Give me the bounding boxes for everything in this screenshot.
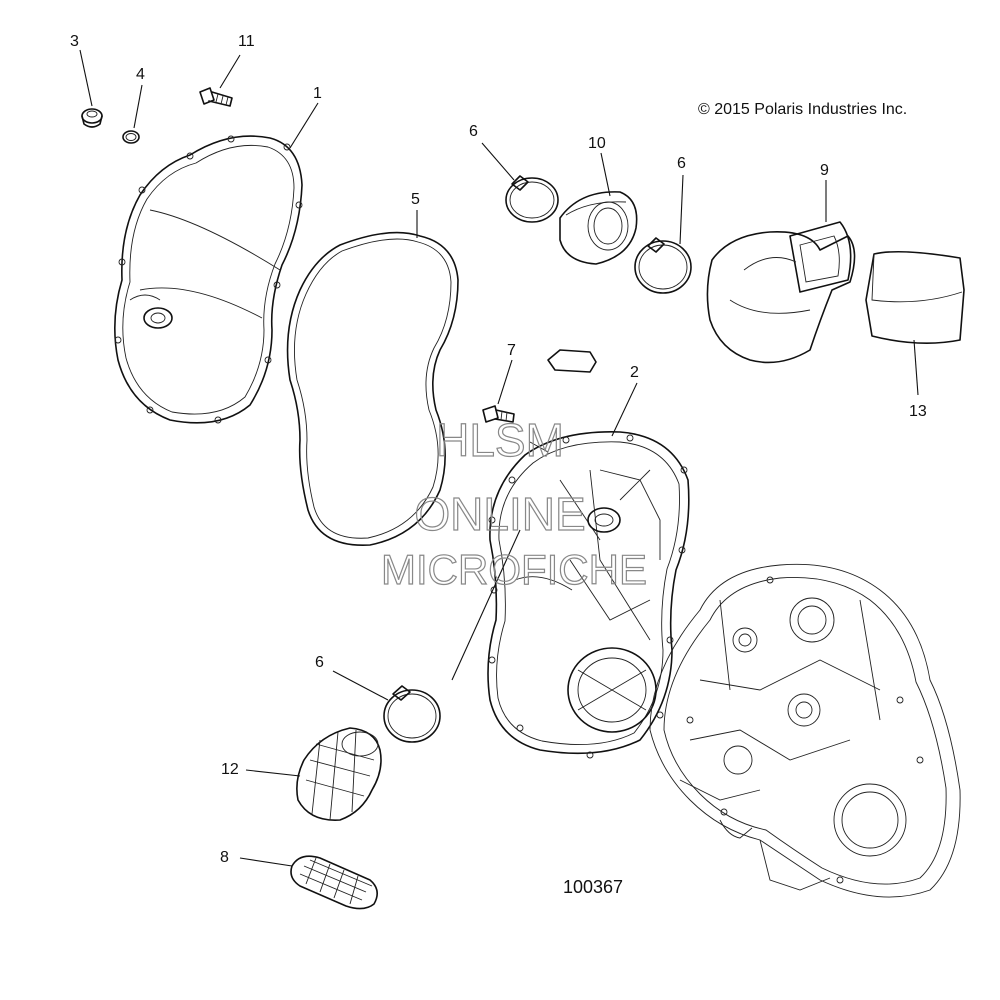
leader-6a bbox=[481, 142, 515, 181]
callout-6b: 6 bbox=[677, 155, 686, 172]
leader-11 bbox=[219, 54, 241, 89]
leader-2 bbox=[611, 382, 638, 437]
part-6-clamp-upper-right[interactable] bbox=[634, 237, 692, 294]
part-6-clamp-lower[interactable] bbox=[383, 685, 441, 743]
part-1-outer-clutch-cover[interactable] bbox=[114, 135, 303, 424]
watermark-line-3: MICROFICHE bbox=[381, 546, 647, 593]
callout-11: 11 bbox=[238, 33, 255, 50]
callout-4: 4 bbox=[136, 66, 145, 83]
part-12-lower-duct[interactable] bbox=[296, 727, 382, 821]
part-6-clamp-upper-left[interactable] bbox=[505, 175, 559, 223]
callout-6c: 6 bbox=[315, 654, 324, 671]
callout-7: 7 bbox=[507, 342, 516, 359]
callout-9: 9 bbox=[820, 162, 829, 179]
watermark-line-2: ONLINE bbox=[414, 488, 585, 540]
leader-1 bbox=[289, 102, 319, 149]
part-3-plug[interactable] bbox=[81, 108, 103, 128]
callout-8: 8 bbox=[220, 849, 229, 866]
watermark: HLSM ONLINE MICROFICHE bbox=[380, 413, 647, 593]
watermark-line-1: HLSM bbox=[436, 414, 564, 466]
copyright-text: © 2015 Polaris Industries Inc. bbox=[698, 101, 907, 118]
part-11-screw[interactable] bbox=[199, 87, 233, 107]
part-13-duct-cap[interactable] bbox=[865, 250, 965, 344]
callout-10: 10 bbox=[588, 135, 606, 152]
leader-13 bbox=[913, 339, 919, 396]
leader-6c bbox=[332, 670, 389, 701]
figure-number: 100367 bbox=[563, 877, 623, 897]
part-9-intake-duct[interactable] bbox=[706, 221, 856, 364]
leader-7 bbox=[497, 359, 513, 405]
leader-6b bbox=[679, 174, 684, 245]
callout-2: 2 bbox=[630, 364, 639, 381]
leader-3 bbox=[79, 49, 93, 107]
part-5-cover-seal[interactable] bbox=[286, 231, 459, 546]
part-4-o-ring[interactable] bbox=[122, 130, 140, 144]
leader-8 bbox=[239, 857, 293, 867]
leader-4 bbox=[133, 84, 143, 129]
leader-12 bbox=[245, 769, 301, 777]
engine-case bbox=[649, 563, 961, 898]
leader-2b bbox=[451, 529, 521, 681]
callout-1: 1 bbox=[313, 85, 322, 102]
callout-6a: 6 bbox=[469, 123, 478, 140]
callout-13: 13 bbox=[909, 403, 927, 420]
part-7-screw[interactable] bbox=[482, 405, 515, 423]
leader-10 bbox=[600, 152, 611, 197]
callout-3: 3 bbox=[70, 33, 79, 50]
part-10-coupler[interactable] bbox=[559, 191, 638, 265]
callout-5: 5 bbox=[411, 191, 420, 208]
callout-12: 12 bbox=[221, 761, 239, 778]
part-8-screen[interactable] bbox=[290, 855, 378, 910]
